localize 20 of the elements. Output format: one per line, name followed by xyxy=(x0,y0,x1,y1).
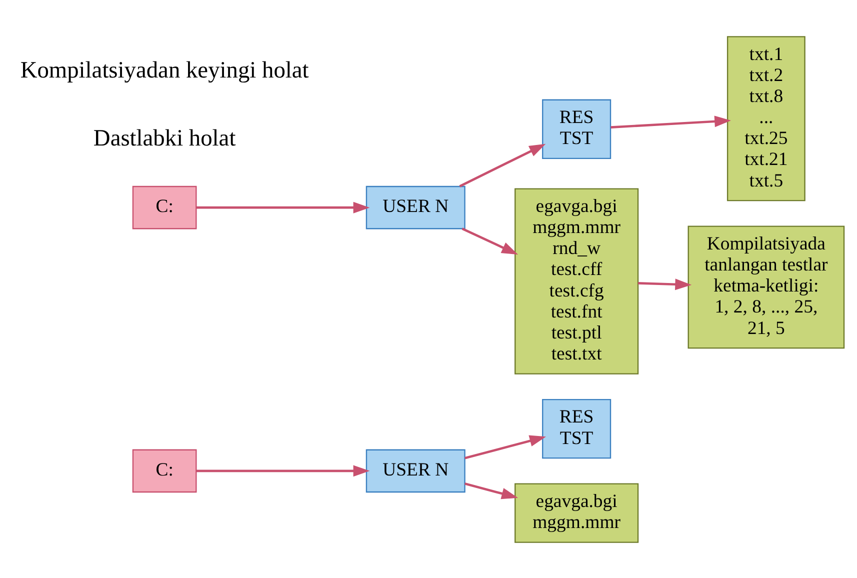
arrow xyxy=(464,482,518,499)
node-box: RES TST xyxy=(542,398,612,458)
node-box: txt.1 txt.2 txt.8 ... txt.25 txt.21 txt.5 xyxy=(726,36,806,201)
arrow xyxy=(462,227,518,254)
arrow xyxy=(459,143,546,187)
label: Kompilatsiyadan keyingi holat xyxy=(20,57,309,84)
node-box: USER N xyxy=(366,185,466,229)
node-box: USER N xyxy=(366,448,466,492)
arrow xyxy=(610,115,731,128)
node-box: egavga.bgi mggm.mmr rnd_w test.cff test.cfg test.fnt test.ptl test.txt xyxy=(514,188,639,374)
node-box: RES TST xyxy=(542,98,612,158)
node-box: C: xyxy=(132,185,197,229)
node-box: C: xyxy=(132,448,197,492)
arrow xyxy=(196,201,370,213)
arrow xyxy=(196,464,370,476)
node-box: Kompilatsiyada tanlangan testlar ketma-ketligi: 1, 2, 8, ..., 25, 21, 5 xyxy=(688,225,845,348)
node-box: egavga.bgi mggm.mmr xyxy=(514,482,639,542)
label: Dastlabki holat xyxy=(93,125,236,152)
arrow xyxy=(464,434,546,459)
arrow xyxy=(638,278,692,290)
